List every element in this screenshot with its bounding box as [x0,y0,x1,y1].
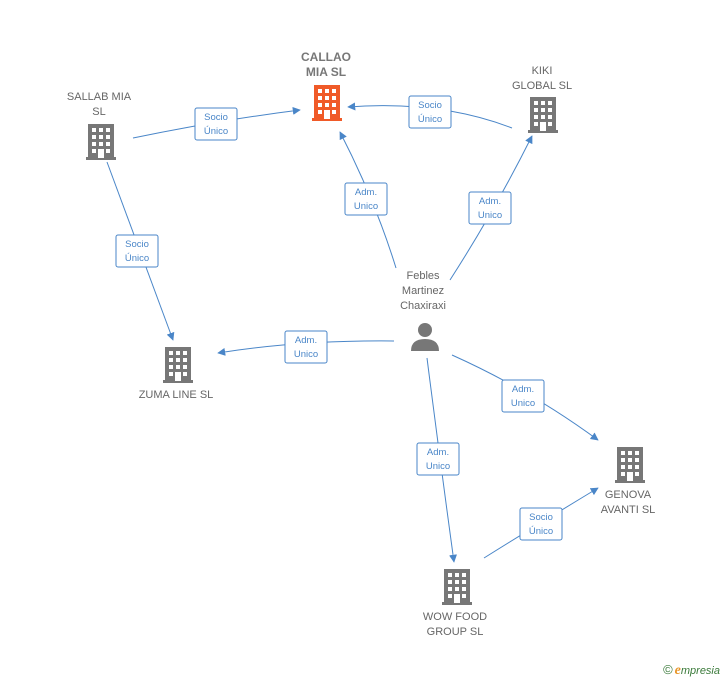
edge-label-line-2: Único [204,126,228,137]
node-sallab-mia-sl[interactable]: SALLAB MIA SL [67,91,132,160]
node-person-febles-martinez-chaxiraxi[interactable]: Febles Martinez Chaxiraxi [400,270,446,351]
edge-label-person-callao[interactable]: Adm. Unico [344,182,388,216]
node-label-line-1: WOW FOOD [423,611,487,623]
nodes-layer: CALLAO MIA SL SALLAB MIA SL KIKI GLOBAL … [67,50,655,638]
building-icon [528,97,558,133]
edge-label-line-2: Único [529,526,553,537]
edge-label-person-genova[interactable]: Adm. Unico [501,379,545,413]
edge-label-sallab-callao[interactable]: Socio Único [194,107,238,141]
edge-label-line-2: Unico [511,398,535,409]
edge-label-line-2: Unico [354,201,378,212]
node-label-line-1: SALLAB MIA [67,91,132,103]
node-label-line-1: CALLAO [301,50,351,64]
edge-label-person-zuma[interactable]: Adm. Unico [284,330,328,364]
node-kiki-global-sl[interactable]: KIKI GLOBAL SL [512,65,572,133]
node-label-line-1: KIKI [532,65,553,77]
node-label-line-1: Febles [406,270,440,282]
node-label-line-2: GLOBAL SL [512,80,572,92]
node-label-line-2: SL [92,106,105,118]
node-zuma-line-sl[interactable]: ZUMA LINE SL [139,347,214,401]
edge-label-line-1: Socio [125,239,149,250]
node-label-line-3: Chaxiraxi [400,300,446,312]
node-label-line-2: Martinez [402,285,444,297]
edge-label-line-1: Adm. [355,187,377,198]
edge-label-line-1: Adm. [512,384,534,395]
edge-label-wowfood-genova[interactable]: Socio Único [519,507,563,541]
node-label-line-1: GENOVA [605,489,652,501]
edge-label-line-2: Único [125,253,149,264]
building-icon [163,347,193,383]
brand-logo-text: mpresia [680,665,720,677]
edge-label-kiki-callao[interactable]: Socio Único [408,95,452,129]
building-icon [615,447,645,483]
node-label-line-2: MIA SL [306,65,346,79]
node-label-line-1: ZUMA LINE SL [139,389,214,401]
edge-label-person-kiki[interactable]: Adm. Unico [468,191,512,225]
edge-label-line-1: Adm. [295,335,317,346]
edge-label-line-1: Socio [418,100,442,111]
edge-label-line-2: Unico [426,461,450,472]
edge-labels-layer: Socio Único Socio Único Adm. Unico Adm. … [115,95,563,541]
node-genova-avanti-sl[interactable]: GENOVA AVANTI SL [601,447,656,516]
building-icon [86,124,116,160]
edge-label-sallab-zuma[interactable]: Socio Único [115,234,159,268]
brand-footer: ©empresia [663,662,720,679]
building-icon [312,85,342,121]
node-callao-mia-sl[interactable]: CALLAO MIA SL [301,50,351,121]
edge-label-line-1: Socio [529,512,553,523]
edge-label-line-2: Único [418,114,442,125]
building-icon [442,569,472,605]
edge-label-person-wowfood[interactable]: Adm. Unico [416,442,460,476]
person-icon [411,323,439,351]
node-wow-food-group-sl[interactable]: WOW FOOD GROUP SL [423,569,487,638]
edge-label-line-2: Unico [478,210,502,221]
edges-layer [106,102,599,563]
node-label-line-2: AVANTI SL [601,504,656,516]
edge-label-line-1: Adm. [427,447,449,458]
brand-logo-initial: e [674,663,681,678]
edge-label-line-1: Adm. [479,196,501,207]
edge-label-line-1: Socio [204,112,228,123]
edge-label-line-2: Unico [294,349,318,360]
copyright-icon: © [663,662,673,677]
node-label-line-2: GROUP SL [427,626,484,638]
